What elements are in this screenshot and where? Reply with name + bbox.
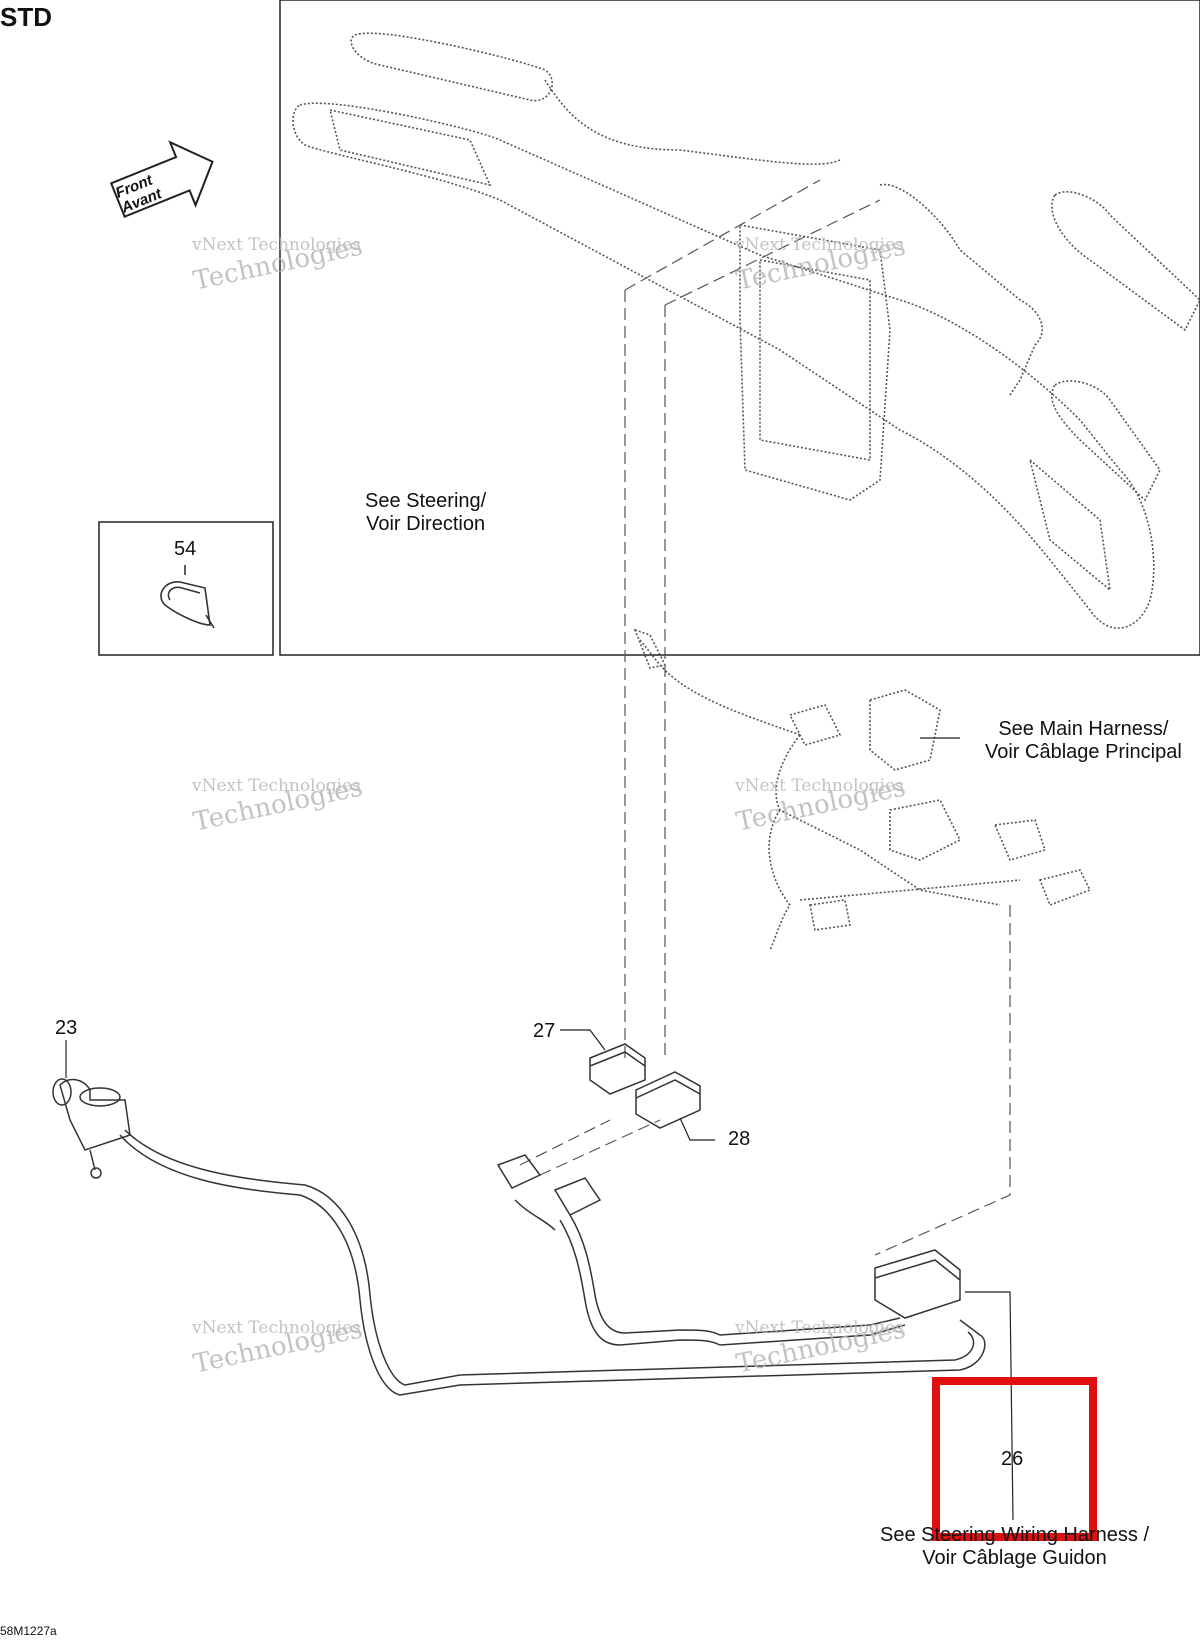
note-steering-wiring: See Steering Wiring Harness / Voir Câbla…: [880, 1524, 1149, 1570]
watermark-2-line1: vNext Technologies: [735, 235, 904, 255]
handlebar-drawing: [292, 32, 1200, 629]
drawing-code: 58M1227a: [0, 1624, 57, 1638]
note-steering-wiring-line2: Voir Câblage Guidon: [922, 1547, 1107, 1569]
watermark-3: vNext Technologies Technologies: [191, 772, 366, 837]
part-54-inset-frame: [98, 521, 274, 656]
note-steering: See Steering/ Voir Direction: [365, 490, 486, 536]
highlight-box: [932, 1377, 1097, 1541]
watermark-4-line1: vNext Technologies: [735, 776, 904, 796]
callout-leaders: [65, 737, 1014, 1521]
part-54-clip-icon: [160, 565, 215, 629]
watermark-3-line1: vNext Technologies: [192, 776, 361, 796]
callout-27: 27: [533, 1020, 556, 1042]
watermark-6-line1: vNext Technologies: [735, 1318, 904, 1338]
watermark-5: vNext Technologies Technologies: [191, 1314, 366, 1379]
note-main-harness: See Main Harness/ Voir Câblage Principal: [985, 718, 1182, 764]
watermark-1: vNext Technologies Technologies: [191, 231, 366, 296]
steering-inset-frame: [279, 0, 1200, 656]
note-steering-line2: Voir Direction: [366, 513, 486, 535]
callout-54: 54: [174, 538, 197, 560]
note-main-harness-line1: See Main Harness/: [998, 718, 1169, 740]
steering-wiring-harness-drawing: [52, 1043, 986, 1396]
watermark-5-line1: vNext Technologies: [192, 1318, 361, 1338]
leader-lines: [519, 179, 1011, 1256]
watermark-2: vNext Technologies Technologies: [734, 231, 909, 296]
note-main-harness-line2: Voir Câblage Principal: [985, 741, 1182, 763]
note-steering-wiring-line1: See Steering Wiring Harness /: [880, 1524, 1150, 1546]
variant-label: STD: [0, 2, 52, 32]
main-harness-drawing: [633, 628, 1092, 951]
note-steering-line1: See Steering/: [365, 490, 487, 512]
watermark-6: vNext Technologies Technologies: [734, 1314, 909, 1379]
front-arrow-icon: [109, 140, 214, 218]
callout-28: 28: [728, 1128, 751, 1150]
watermark-4: vNext Technologies Technologies: [734, 772, 909, 837]
callout-26: 26: [1001, 1448, 1024, 1470]
callout-23: 23: [55, 1017, 78, 1039]
watermark-1-line1: vNext Technologies: [192, 235, 361, 255]
